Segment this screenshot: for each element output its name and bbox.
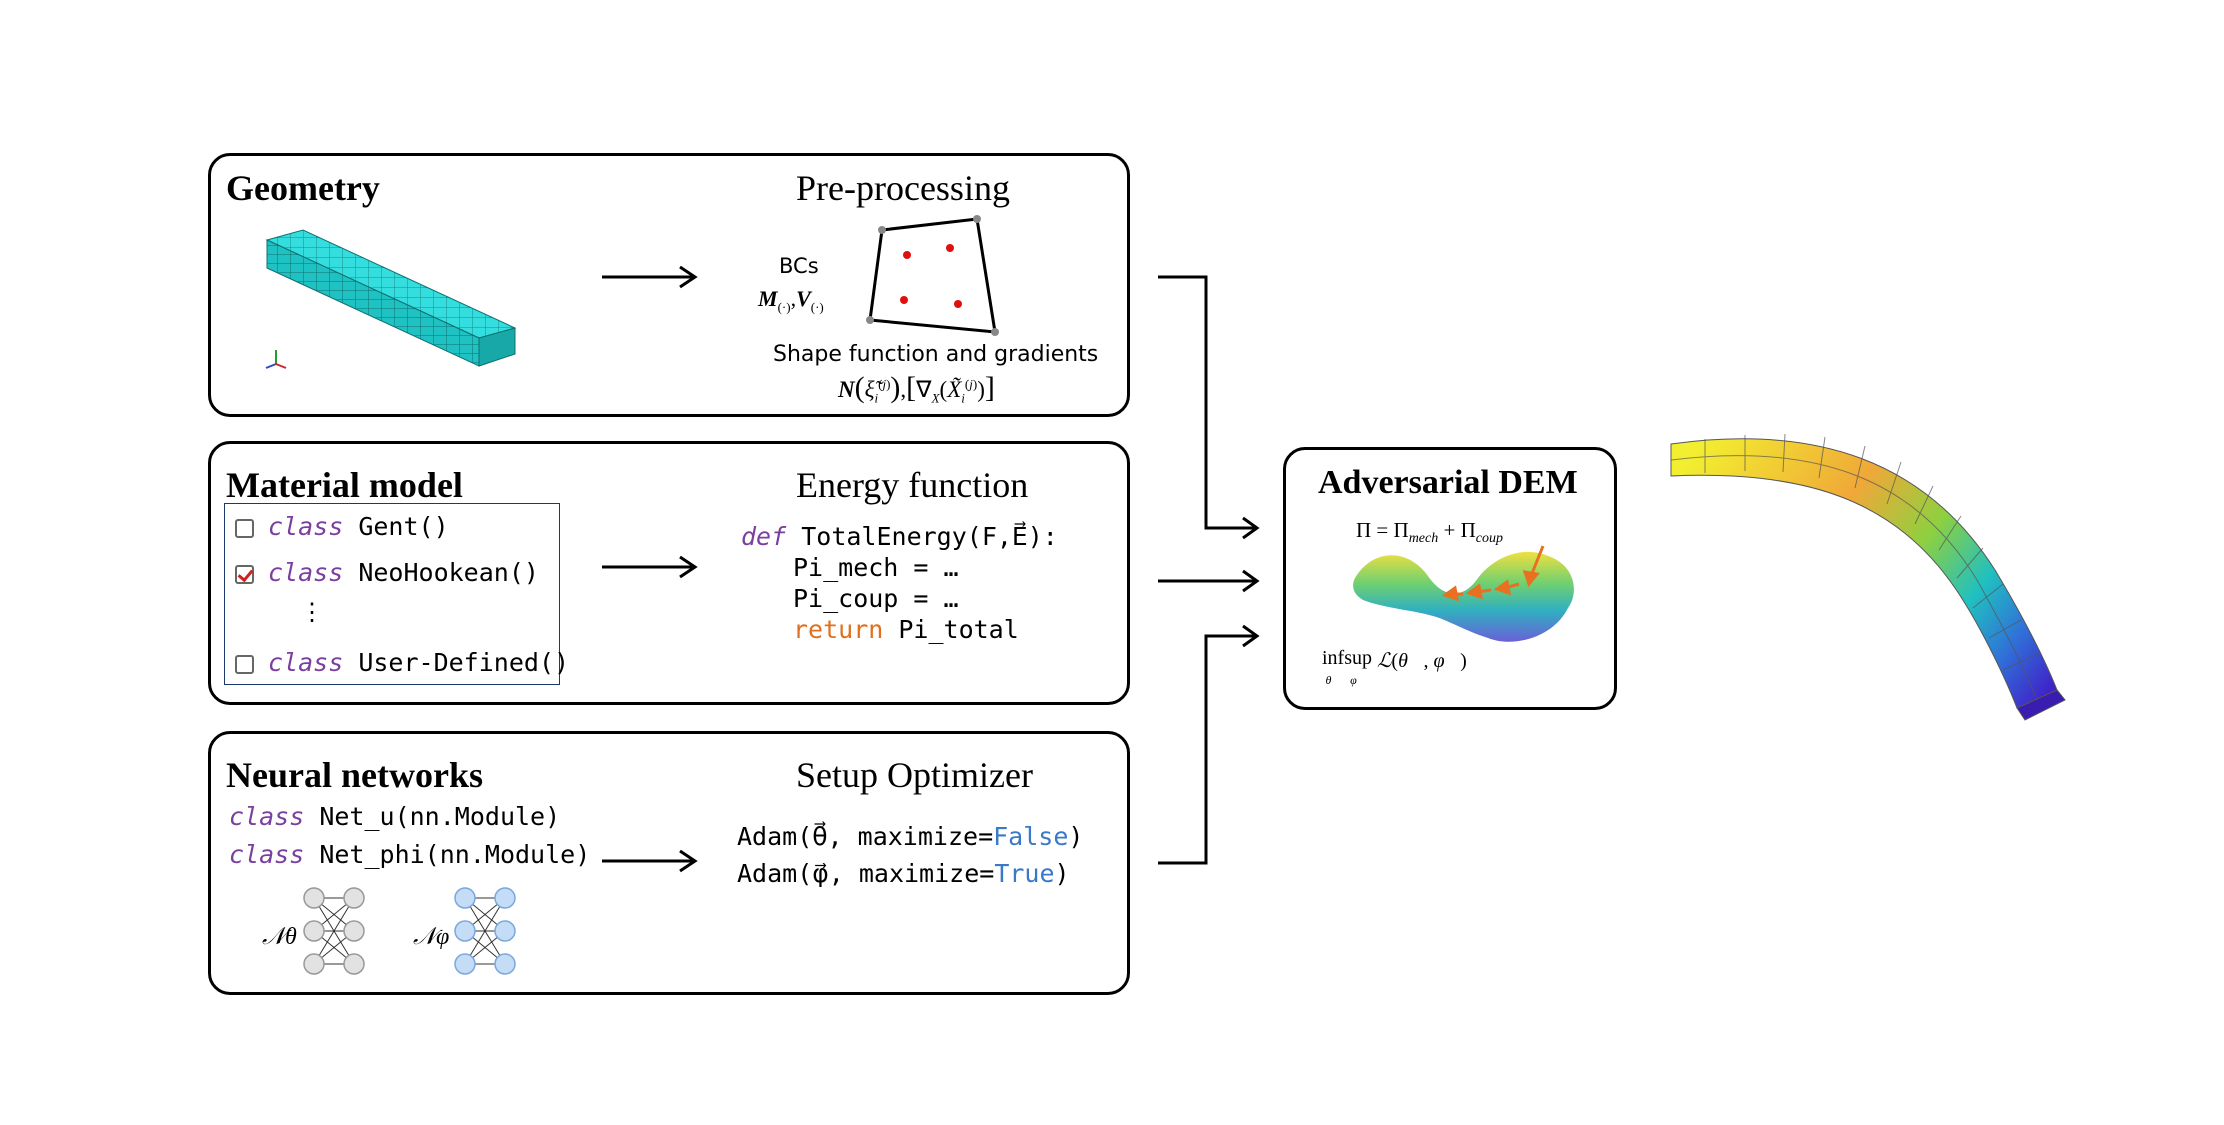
arrow-icon	[602, 555, 698, 579]
mesh-beam-icon	[265, 229, 517, 367]
adversarial-dem-title: Adversarial DEM	[1318, 464, 1578, 501]
nn-panel	[208, 731, 1130, 995]
class-list-ellipsis: ⋮	[300, 600, 324, 626]
energy-function-title: Energy function	[796, 465, 1029, 505]
geometry-title: Geometry	[226, 168, 380, 208]
class-net-phi: class Net_phi(nn.Module)	[229, 840, 591, 869]
saddle-surface-icon	[1353, 545, 1574, 642]
quad-element-icon	[866, 215, 999, 336]
shape-function-label: Shape function and gradients	[773, 342, 1099, 367]
code-def-line: def TotalEnergy(F,E⃗):	[741, 522, 1058, 551]
axis-triad-icon	[265, 350, 287, 369]
preprocessing-title: Pre-processing	[796, 168, 1010, 208]
class-net-u: class Net_u(nn.Module)	[229, 802, 561, 831]
neural-net-icon	[303, 887, 365, 975]
nn-title: Neural networks	[226, 755, 483, 795]
checkbox-icon[interactable]	[235, 564, 254, 584]
checkbox-icon[interactable]	[235, 518, 254, 538]
setup-optimizer-title: Setup Optimizer	[796, 755, 1033, 795]
bent-beam-icon	[1670, 433, 2066, 721]
class-item-gent[interactable]: class Gent()	[235, 512, 449, 541]
code-pi-coup: Pi_coup = …	[793, 584, 959, 613]
material-panel	[208, 441, 1130, 705]
optimizer-line-theta: Adam(θ⃗, maximize=False)	[737, 822, 1084, 851]
class-item-user-defined[interactable]: class User-Defined()	[235, 648, 569, 677]
net-theta-label: 𝒩θ	[262, 924, 297, 950]
arrow-icon	[602, 265, 698, 289]
arrow-icon	[602, 849, 698, 873]
dem-equation: Π = Πmech + Πcoup	[1356, 518, 1503, 547]
optimizer-line-phi: Adam(φ⃗, maximize=True)	[737, 859, 1070, 888]
code-pi-mech: Pi_mech = …	[793, 553, 959, 582]
material-class-list	[224, 503, 560, 685]
code-return: return Pi_total	[793, 615, 1019, 644]
shape-function-math: N(ξ̃i(j)),[∇X(X̃i(j))]	[838, 371, 995, 406]
class-item-neohookean[interactable]: class NeoHookean()	[235, 558, 539, 587]
bcs-label: BCs	[779, 254, 819, 278]
net-phi-label: 𝒩φ	[413, 924, 450, 950]
neural-net-icon	[454, 887, 516, 975]
bcs-math: M(·),V(·)	[758, 286, 824, 315]
checkbox-icon[interactable]	[235, 654, 254, 674]
material-title: Material model	[226, 465, 463, 505]
